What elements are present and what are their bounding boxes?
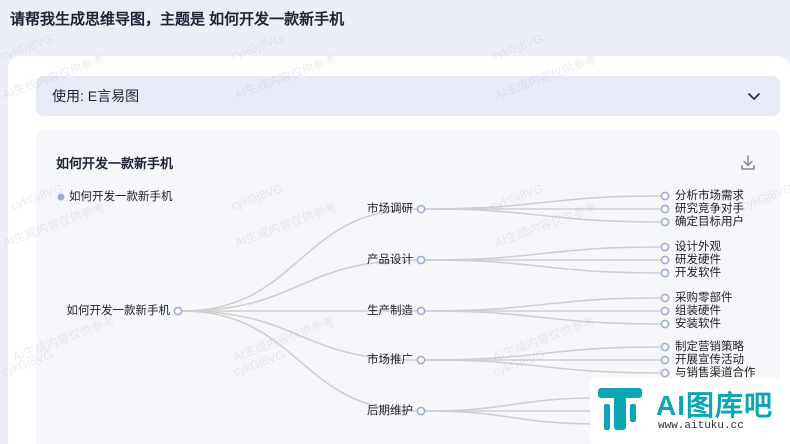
child-node-dot[interactable] — [660, 368, 670, 378]
legend-label: 如何开发一款新手机 — [69, 189, 173, 203]
child-node-label: 研发硬件 — [675, 252, 721, 266]
child-node-label: 研究竞争对手 — [675, 201, 744, 215]
root-branch-line — [181, 259, 418, 312]
prompt-text: 请帮我生成思维导图，主题是 如何开发一款新手机 — [10, 11, 345, 28]
branch-child-line — [424, 195, 662, 210]
branch-child-line — [424, 397, 601, 412]
root-branch-line — [181, 310, 418, 412]
branch-child-line — [424, 359, 662, 374]
site-logo: AI图库吧 www.aituku.cc — [590, 378, 790, 444]
branch-child-line — [424, 310, 662, 325]
chevron-down-icon[interactable] — [746, 88, 762, 104]
child-node-dot[interactable] — [660, 242, 670, 252]
root-branch-line — [181, 310, 418, 361]
child-node-dot[interactable] — [660, 342, 670, 352]
branch-node-dot[interactable] — [416, 355, 426, 365]
logo-t-icon — [598, 388, 642, 430]
mindmap-title: 如何开发一款新手机 — [56, 156, 174, 171]
branch-child-line — [424, 259, 662, 274]
tool-selector-label: 使用: E言易图 — [52, 88, 140, 104]
child-node-dot[interactable] — [660, 306, 670, 316]
child-node-dot[interactable] — [660, 204, 670, 214]
child-node-label: 制定营销策略 — [675, 339, 744, 353]
child-node-label: 开发软件 — [675, 265, 721, 279]
branch-node-dot[interactable] — [416, 306, 426, 316]
child-node-label: 开展宣传活动 — [675, 352, 744, 366]
child-node-label: 安装软件 — [675, 316, 721, 330]
child-node-label: 采购零部件 — [675, 290, 733, 304]
child-node-label: 设计外观 — [675, 240, 721, 253]
tool-selector[interactable]: 使用: E言易图 — [36, 76, 780, 116]
branch-child-line — [424, 297, 662, 312]
legend-dot — [57, 193, 65, 201]
branch-node-dot[interactable] — [416, 204, 426, 214]
child-node-dot[interactable] — [660, 355, 670, 365]
branch-child-line — [424, 410, 601, 425]
child-node-dot[interactable] — [660, 217, 670, 227]
branch-node-label: 产品设计 — [367, 252, 413, 266]
child-node-dot[interactable] — [660, 255, 670, 265]
child-node-dot[interactable] — [660, 293, 670, 303]
child-node-dot[interactable] — [660, 191, 670, 201]
child-node-label: 组装硬件 — [675, 303, 721, 317]
child-node-dot[interactable] — [660, 268, 670, 278]
root-node-label: 如何开发一款新手机 — [67, 303, 171, 317]
branch-child-line — [424, 346, 662, 361]
child-node-dot[interactable] — [660, 319, 670, 329]
logo-url: www.aituku.cc — [658, 420, 744, 432]
branch-child-line — [424, 208, 662, 223]
branch-node-label: 市场调研 — [367, 201, 413, 215]
logo-name: AI图库吧 — [656, 390, 774, 421]
child-node-label: 分析市场需求 — [675, 188, 744, 202]
root-branch-line — [181, 208, 418, 312]
root-node-dot[interactable] — [173, 306, 183, 316]
branch-node-dot[interactable] — [416, 255, 426, 265]
branch-child-line — [424, 246, 662, 261]
download-icon[interactable] — [739, 154, 757, 172]
branch-node-label: 后期维护 — [367, 403, 413, 417]
branch-node-dot[interactable] — [416, 406, 426, 416]
child-node-label: 确定目标用户 — [675, 214, 744, 228]
branch-node-label: 生产制造 — [367, 303, 413, 317]
branch-node-label: 市场推广 — [367, 352, 413, 366]
child-node-label: 与销售渠道合作 — [675, 365, 756, 379]
